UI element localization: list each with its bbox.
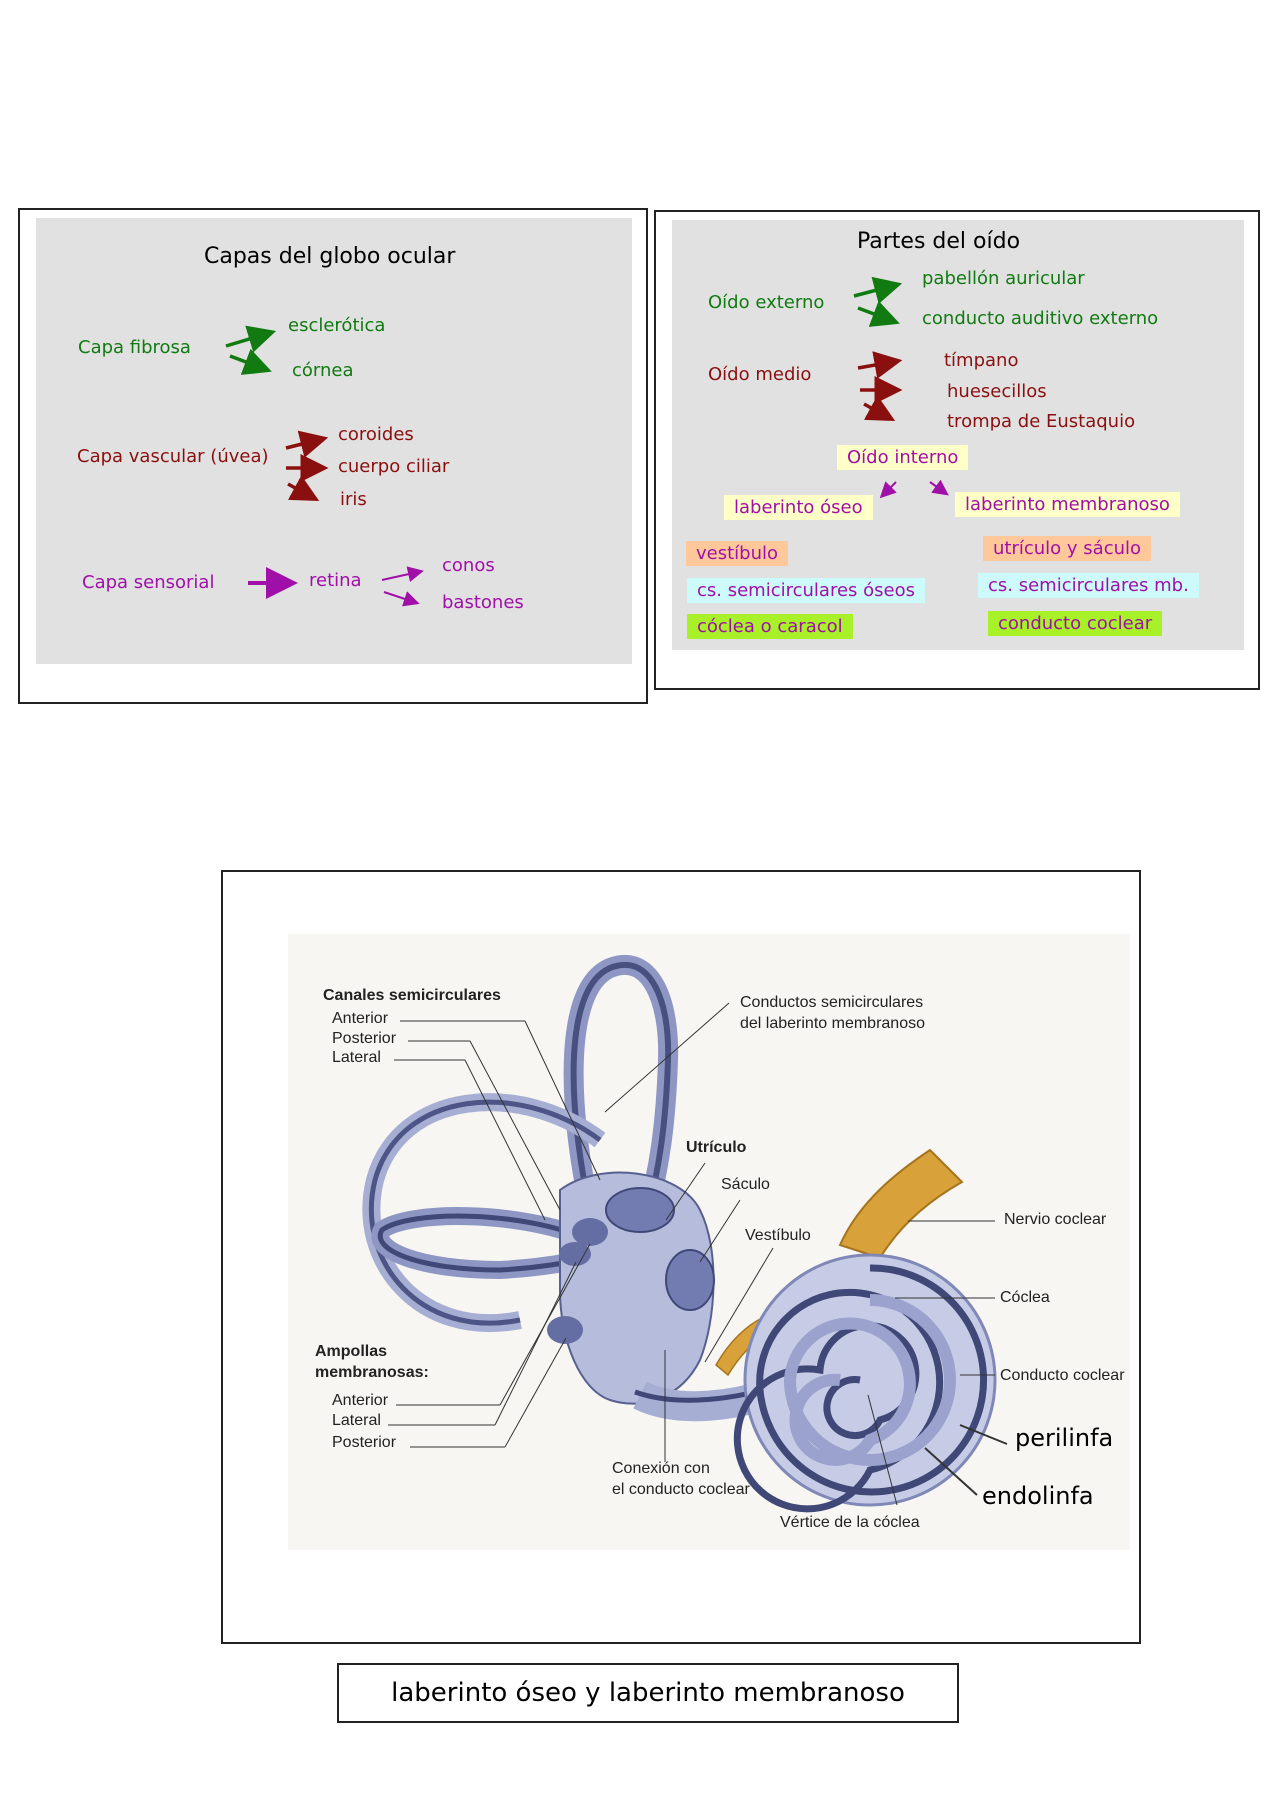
figure-caption: laberinto óseo y laberinto membranoso xyxy=(337,1663,959,1723)
label-conductos-l1: Conductos semicirculares xyxy=(740,994,924,1011)
label-perilinfa: perilinfa xyxy=(1015,1424,1114,1452)
arrow-interno-oseo xyxy=(879,481,897,499)
oido-externo: Oído externo xyxy=(708,292,825,313)
huesecillos: huesecillos xyxy=(947,381,1047,402)
arrow-retina-bastones xyxy=(383,591,420,607)
arrow-vascular-iris xyxy=(287,475,320,502)
laberinto-oseo: laberinto óseo xyxy=(724,495,873,520)
label-amp-lateral: Lateral xyxy=(332,1412,381,1429)
label-canal-lateral: Lateral xyxy=(332,1049,381,1066)
coroides: coroides xyxy=(338,424,414,445)
cornea: córnea xyxy=(292,360,354,381)
eye-title: Capas del globo ocular xyxy=(204,244,456,269)
conducto-coclear: conducto coclear xyxy=(988,611,1163,636)
capa-sensorial: Capa sensorial xyxy=(82,572,215,593)
oido-interno: Oído interno xyxy=(837,445,969,470)
label-conductos-l2: del laberinto membranoso xyxy=(740,1015,925,1032)
bastones: bastones xyxy=(442,592,524,613)
arrow-fibrosa-cornea xyxy=(229,348,272,375)
iris: iris xyxy=(340,489,367,510)
cochlear-nerve xyxy=(838,1148,964,1260)
inner-ear-illustration xyxy=(288,934,1130,1550)
esclerotica: esclerótica xyxy=(288,315,386,336)
ampulla-lateral xyxy=(559,1242,591,1266)
arrow-externo-conducto xyxy=(857,300,900,327)
capa-vascular: Capa vascular (úvea) xyxy=(77,446,269,467)
label-canal-anterior: Anterior xyxy=(332,1010,389,1027)
laberinto-membranoso: laberinto membranoso xyxy=(955,492,1180,517)
eye-layers-panel xyxy=(36,218,632,664)
label-nervio-coclear: Nervio coclear xyxy=(1004,1211,1107,1228)
utriculo-y-saculo: utrículo y sáculo xyxy=(983,536,1152,561)
label-canal-posterior: Posterior xyxy=(332,1030,397,1047)
label-canales-semicirculares: Canales semicirculares xyxy=(323,987,501,1004)
timpano: tímpano xyxy=(944,350,1019,371)
label-amp-posterior: Posterior xyxy=(332,1434,397,1451)
label-utriculo: Utrículo xyxy=(686,1139,747,1156)
ear-title: Partes del oído xyxy=(857,229,1021,254)
arrow-interno-membranoso xyxy=(929,479,949,496)
arrow-fibrosa-esclerotica xyxy=(225,325,277,353)
oido-medio: Oído medio xyxy=(708,364,812,385)
coclea-o-caracol: cóclea o caracol xyxy=(687,614,853,639)
label-conexion-l2: el conducto coclear xyxy=(612,1481,750,1498)
retina: retina xyxy=(309,570,362,591)
arrow-vascular-coroides xyxy=(285,430,329,458)
label-saculo: Sáculo xyxy=(721,1176,770,1193)
arrow-medio-trompa xyxy=(863,395,896,422)
utricle xyxy=(605,1187,675,1233)
capa-fibrosa: Capa fibrosa xyxy=(78,337,191,358)
label-vertice: Vértice de la cóclea xyxy=(780,1514,920,1531)
conos: conos xyxy=(442,555,495,576)
conducto-auditivo-externo: conducto auditivo externo xyxy=(922,308,1159,329)
label-vestibulo: Vestíbulo xyxy=(745,1227,811,1244)
cuerpo-ciliar: cuerpo ciliar xyxy=(338,456,450,477)
arrow-retina-conos xyxy=(381,566,424,582)
vestibulo: vestíbulo xyxy=(686,541,789,566)
pabellon-auricular: pabellón auricular xyxy=(922,268,1085,289)
label-endolinfa: endolinfa xyxy=(982,1482,1094,1510)
saccule xyxy=(665,1249,715,1311)
label-conducto-coclear: Conducto coclear xyxy=(1000,1367,1125,1384)
cs-semicirculares-oseos: cs. semicirculares óseos xyxy=(687,578,925,603)
label-conexion-l1: Conexión con xyxy=(612,1460,710,1477)
ampulla-anterior xyxy=(572,1218,608,1246)
ampulla-posterior xyxy=(547,1316,583,1344)
trompa-eustaquio: trompa de Eustaquio xyxy=(947,411,1136,432)
cs-semicirculares-mb: cs. semicirculares mb. xyxy=(978,573,1199,598)
arrow-externo-pabellon xyxy=(853,276,903,304)
panel-arrows xyxy=(225,276,949,607)
arrow-medio-timpano xyxy=(857,351,903,379)
label-ampollas-l2: membranosas: xyxy=(315,1364,429,1381)
label-amp-anterior: Anterior xyxy=(332,1392,389,1409)
label-coclea: Cóclea xyxy=(1000,1289,1050,1306)
label-ampollas-l1: Ampollas xyxy=(315,1343,388,1360)
